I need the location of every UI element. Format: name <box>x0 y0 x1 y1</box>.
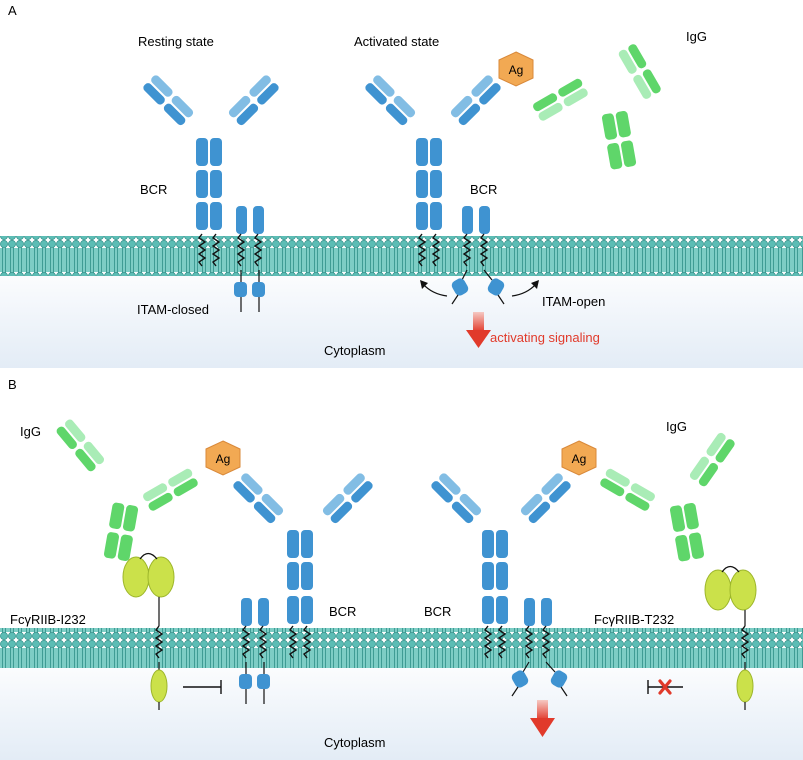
igg-label-b-right: IgG <box>666 419 687 434</box>
bcr-label-resting: BCR <box>140 182 167 197</box>
bcr-label-b-left: BCR <box>329 604 356 619</box>
cytoplasm-region-b <box>0 652 803 760</box>
panel-b: B IgG IgG FcγRIIB-I232 FcγRIIB-T232 BCR … <box>0 377 803 760</box>
signal-arrow-b <box>530 700 555 737</box>
igg-b-left <box>56 419 198 562</box>
ag-label-a: Ag <box>509 63 524 77</box>
fcgr-i232-label: FcγRIIB-I232 <box>10 612 86 627</box>
bcr-b-right <box>431 473 571 697</box>
bcr-b-left <box>233 473 373 704</box>
cell-membrane-b <box>0 628 803 668</box>
fcgr-t232-label: FcγRIIB-T232 <box>594 612 674 627</box>
bcr-label-b-right: BCR <box>424 604 451 619</box>
ag-label-b-left: Ag <box>216 452 231 466</box>
igg-label-b-left: IgG <box>20 424 41 439</box>
bcr-resting <box>143 75 279 312</box>
antigen-a: Ag <box>498 51 534 87</box>
igg-a <box>533 44 661 170</box>
fcgr-i232-receptor <box>122 552 222 710</box>
ag-label-b-right: Ag <box>572 452 587 466</box>
panel-letter-a: A <box>8 3 17 18</box>
itam-closed-label: ITAM-closed <box>137 302 209 317</box>
antigen-b-right: Ag <box>561 440 597 476</box>
bcr-activated <box>365 75 539 305</box>
cytoplasm-label-b: Cytoplasm <box>324 735 385 750</box>
activating-signaling-label: activating signaling <box>490 330 600 345</box>
igg-label-a: IgG <box>686 29 707 44</box>
itam-open-label: ITAM-open <box>542 294 605 309</box>
cell-membrane-a <box>0 236 803 276</box>
resting-state-label: Resting state <box>138 34 214 49</box>
panel-letter-b: B <box>8 377 17 392</box>
cytoplasm-label-a: Cytoplasm <box>324 343 385 358</box>
panel-a: A Resting state Activated state IgG BCR … <box>0 3 803 368</box>
bcr-label-activated: BCR <box>470 182 497 197</box>
activated-state-label: Activated state <box>354 34 439 49</box>
cytoplasm-region-a <box>0 260 803 368</box>
antigen-b-left: Ag <box>205 440 241 476</box>
red-x-icon <box>658 679 672 695</box>
igg-b-right <box>600 432 735 562</box>
signal-arrow-a <box>466 312 491 348</box>
fcgr-t232-receptor <box>647 565 757 710</box>
